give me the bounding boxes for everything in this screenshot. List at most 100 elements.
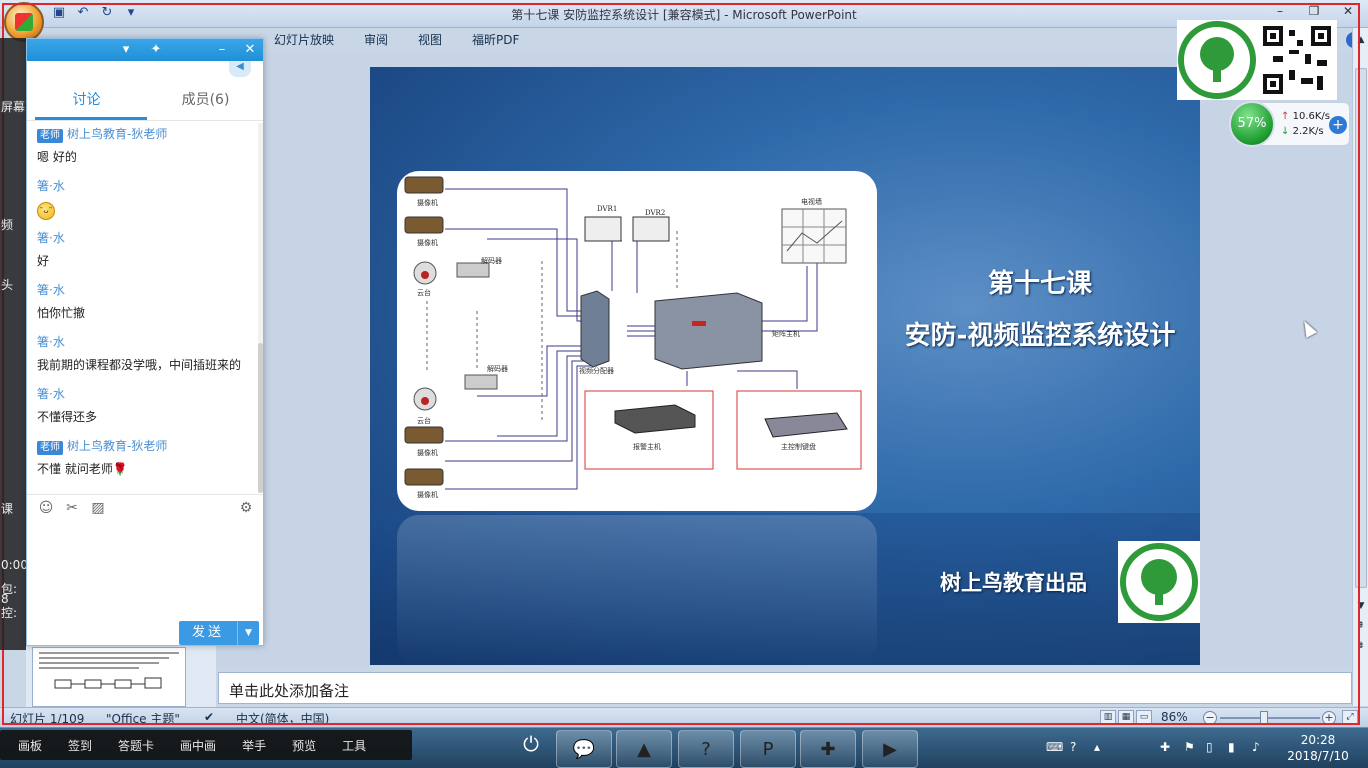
undo-icon[interactable]: ↶: [77, 5, 89, 20]
label-tv-wall: 电视墙: [801, 197, 822, 206]
message-text: 嗯 好的: [37, 150, 77, 164]
brand-overlay: [1177, 20, 1337, 100]
minimize-button[interactable]: –: [1277, 4, 1283, 18]
left-control-strip: 屏幕 频 头 课 0:00 包: 8 控:: [0, 38, 28, 650]
label-video-splitter: 视频分配器: [579, 366, 614, 375]
restore-button[interactable]: ❐: [1308, 4, 1320, 18]
close-button[interactable]: ✕: [1342, 4, 1354, 18]
scroll-thumb[interactable]: [1355, 68, 1367, 588]
spellcheck-icon[interactable]: ✔: [204, 710, 215, 724]
tab-review[interactable]: 审阅: [364, 33, 389, 47]
customize-qat-icon[interactable]: ▾: [127, 5, 135, 20]
tab-view[interactable]: 视图: [418, 33, 443, 47]
redo-icon[interactable]: ↻: [101, 5, 113, 20]
chat-scrollbar[interactable]: [258, 123, 263, 493]
help-app-icon[interactable]: ?: [678, 730, 734, 768]
slide-thumbnail[interactable]: [32, 647, 186, 707]
normal-view-icon[interactable]: ▥: [1100, 710, 1116, 725]
cpu-percent[interactable]: 57%: [1229, 101, 1275, 147]
minimize-icon[interactable]: –: [218, 42, 226, 57]
help-tray-icon[interactable]: ?: [1070, 740, 1077, 754]
toolbar-raise-hand[interactable]: 举手: [242, 738, 267, 753]
slide-counter: 幻灯片 1/109: [10, 712, 85, 726]
toolbar-preview[interactable]: 预览: [292, 738, 317, 753]
zoom-slider-knob[interactable]: [1260, 711, 1268, 724]
prev-slide-icon[interactable]: ⇞: [1357, 621, 1365, 631]
slide-sorter-icon[interactable]: ▦: [1118, 710, 1134, 725]
slideshow-view-icon[interactable]: ▭: [1136, 710, 1152, 725]
zoom-out-icon[interactable]: −: [1203, 711, 1217, 725]
message-text: 怕你忙撤: [37, 306, 86, 320]
notes-pane[interactable]: 单击此处添加备注: [218, 672, 1352, 704]
device-icon[interactable]: ▯: [1206, 740, 1213, 754]
remote-app-icon[interactable]: ✚: [800, 730, 856, 768]
autocad-app-icon[interactable]: ▲: [616, 730, 672, 768]
live-class-toolbar: 画板 签到 答题卡 画中画 举手 预览 工具: [0, 730, 412, 760]
download-arrow-icon: ↓: [1281, 126, 1290, 137]
signal-icon[interactable]: ▮: [1228, 740, 1235, 754]
video-app-icon[interactable]: ▶: [862, 730, 918, 768]
language-indicator[interactable]: 中文(简体，中国): [236, 712, 330, 726]
settings-gear-icon[interactable]: ⚙: [239, 500, 253, 516]
zoom-level[interactable]: 86%: [1161, 710, 1188, 724]
brand-logo: [1118, 541, 1200, 623]
label-matrix: 矩阵主机: [772, 329, 800, 338]
toolbar-whiteboard[interactable]: 画板: [18, 738, 43, 753]
grin-emoji-icon: ᵔᴗᵔ: [37, 202, 55, 220]
system-clock[interactable]: 20:28 2018/7/10: [1286, 732, 1350, 764]
chevron-down-icon[interactable]: ▾: [122, 42, 130, 57]
speaker-icon[interactable]: ◀: [229, 61, 251, 77]
label-ptz-2: 云台: [417, 416, 431, 425]
strip-label-screen: 屏幕: [1, 100, 26, 114]
toolbar-check-in[interactable]: 签到: [68, 738, 93, 753]
slide-thumbnail-panel: [26, 645, 216, 707]
boost-plus-icon[interactable]: +: [1329, 116, 1347, 134]
message-sender: 箸·水: [37, 179, 65, 193]
message-sender: 箸·水: [37, 335, 65, 349]
tab-members[interactable]: 成员(6): [181, 92, 230, 108]
toolbar-tools[interactable]: 工具: [342, 738, 367, 753]
network-monitor[interactable]: 57% ↑ 10.6K/s ↓ 2.2K/s +: [1228, 101, 1350, 147]
keyboard-icon[interactable]: ⌨: [1046, 740, 1064, 754]
message-text: ᵔᴗᵔ: [37, 197, 247, 227]
powerpoint-app-icon[interactable]: P: [740, 730, 796, 768]
scroll-down-icon[interactable]: ▼: [1357, 601, 1365, 611]
toolbar-answer-card[interactable]: 答题卡: [118, 738, 155, 753]
pin-icon[interactable]: ✦: [150, 42, 162, 57]
slide-subtitle: 安防-视频监控系统设计: [904, 321, 1176, 351]
zoom-slider[interactable]: [1220, 717, 1320, 719]
image-icon[interactable]: ▨: [91, 500, 105, 516]
message-text: 不懂得还多: [37, 410, 98, 424]
close-icon[interactable]: ✕: [244, 42, 256, 57]
download-speed: ↓ 2.2K/s: [1281, 126, 1324, 137]
label-dvr1: DVR1: [597, 205, 617, 213]
next-slide-icon[interactable]: ⇟: [1357, 641, 1365, 651]
send-options-chevron-icon[interactable]: ▼: [237, 621, 259, 645]
fit-window-icon[interactable]: ⤢: [1342, 710, 1358, 725]
scroll-up-icon[interactable]: ▲: [1357, 35, 1365, 45]
zoom-in-icon[interactable]: +: [1322, 711, 1336, 725]
power-icon[interactable]: ⏻: [523, 732, 539, 756]
vertical-scrollbar[interactable]: ▲ ▼ ⇞ ⇟: [1352, 28, 1368, 706]
save-icon[interactable]: ▣: [52, 5, 66, 20]
toolbar-picture-in-picture[interactable]: 画中画: [180, 738, 217, 753]
message-sender: 箸·水: [37, 283, 65, 297]
office-button[interactable]: [4, 2, 44, 42]
surveillance-diagram: 摄像机 摄像机 摄像机 摄像机 云台 云台 解码器 解码器 DVR1 DVR2: [397, 171, 877, 511]
scissors-icon[interactable]: ✂: [66, 500, 78, 516]
send-button[interactable]: 发送 ▼: [179, 621, 259, 645]
emoji-icon[interactable]: ☺: [38, 500, 54, 516]
strip-timer: 0:00: [1, 558, 28, 572]
volume-icon[interactable]: ♪: [1252, 740, 1260, 754]
expand-tray-icon[interactable]: ▴: [1094, 740, 1101, 754]
wechat-app-icon[interactable]: 💬: [556, 730, 612, 768]
flag-icon[interactable]: ⚑: [1184, 740, 1195, 754]
tab-discussion[interactable]: 讨论: [72, 92, 101, 108]
slide-canvas[interactable]: 摄像机 摄像机 摄像机 摄像机 云台 云台 解码器 解码器 DVR1 DVR2: [370, 67, 1200, 665]
chat-scroll-thumb[interactable]: [258, 343, 263, 493]
tab-slideshow[interactable]: 幻灯片放映: [274, 33, 335, 47]
tab-foxit-pdf[interactable]: 福昕PDF: [472, 33, 520, 47]
brand-overlay-graphic: [1178, 21, 1333, 99]
message-item: 老师树上鸟教育-狄老师 嗯 好的: [27, 123, 257, 175]
security-icon[interactable]: ✚: [1160, 740, 1171, 754]
